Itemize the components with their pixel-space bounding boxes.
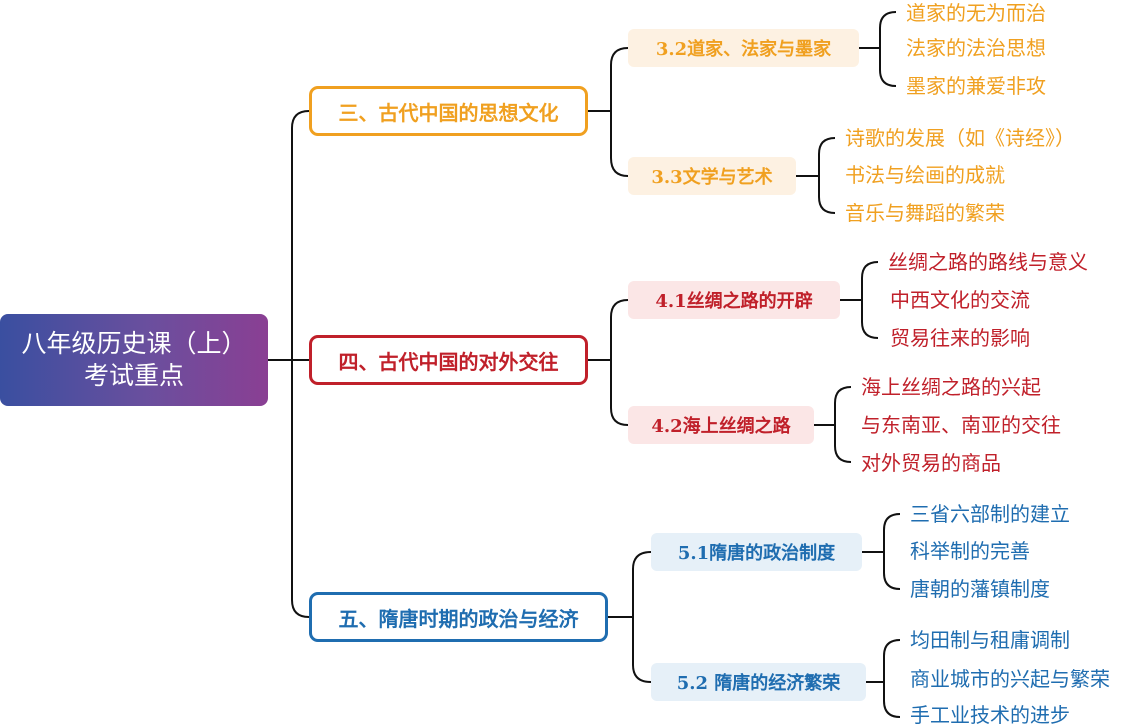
leaf-item[interactable]: 中西文化的交流 [890,288,1030,312]
subtopic-5-1-label: 5.1隋唐的政治制度 [677,543,836,564]
subtopic-3-3-label: 3.3文学与艺术 [651,167,773,188]
subtopic-3-2-node[interactable]: 3.2道家、法家与墨家 [628,29,859,67]
leaf-item[interactable]: 科举制的完善 [910,539,1030,563]
section-4-title: 四、古代中国的对外交往 [338,349,559,374]
leaf-item[interactable]: 诗歌的发展（如《诗经》） [845,126,1075,150]
subtopic-5-2-node[interactable]: 5.2 隋唐的经济繁荣 [651,663,866,701]
section-3-title: 三、古代中国的思想文化 [338,100,559,125]
leaf-item[interactable]: 音乐与舞蹈的繁荣 [845,201,1005,225]
leaf-item[interactable]: 商业城市的兴起与繁荣 [910,667,1110,691]
leaf-item[interactable]: 丝绸之路的路线与意义 [888,250,1088,274]
leaf-item[interactable]: 与东南亚、南亚的交往 [861,413,1061,437]
subtopic-3-2-label: 3.2道家、法家与墨家 [655,39,832,60]
leaf-item[interactable]: 书法与绘画的成就 [845,163,1005,187]
leaf-item[interactable]: 手工业技术的进步 [910,703,1070,727]
leaf-item[interactable]: 三省六部制的建立 [910,502,1070,526]
section-5-node[interactable]: 五、隋唐时期的政治与经济 [309,592,608,642]
subtopic-4-2-label: 4.2海上丝绸之路 [651,416,791,437]
subtopic-5-1-node[interactable]: 5.1隋唐的政治制度 [651,533,862,571]
leaf-item[interactable]: 墨家的兼爱非攻 [906,74,1046,98]
subtopic-4-1-label: 4.1丝绸之路的开辟 [655,291,813,312]
leaf-item[interactable]: 均田制与租庸调制 [910,628,1070,652]
leaf-item[interactable]: 海上丝绸之路的兴起 [861,375,1041,399]
root-title-line1: 八年级历史课（上） [21,329,247,358]
leaf-item[interactable]: 法家的法治思想 [906,36,1046,60]
subtopic-4-2-node[interactable]: 4.2海上丝绸之路 [628,406,814,444]
root-topic[interactable]: 八年级历史课（上） 考试重点 [0,314,268,406]
leaf-item[interactable]: 唐朝的藩镇制度 [910,577,1050,601]
leaf-item[interactable]: 道家的无为而治 [906,1,1046,25]
subtopic-5-2-label: 5.2 隋唐的经济繁荣 [676,673,841,694]
subtopic-4-1-node[interactable]: 4.1丝绸之路的开辟 [628,281,840,319]
section-3-node[interactable]: 三、古代中国的思想文化 [309,86,588,136]
section-5-title: 五、隋唐时期的政治与经济 [338,606,579,631]
section-4-node[interactable]: 四、古代中国的对外交往 [309,335,588,385]
leaf-item[interactable]: 贸易往来的影响 [890,326,1030,350]
leaf-item[interactable]: 对外贸易的商品 [861,451,1001,475]
subtopic-3-3-node[interactable]: 3.3文学与艺术 [628,157,796,195]
root-title-line2: 考试重点 [83,361,184,390]
